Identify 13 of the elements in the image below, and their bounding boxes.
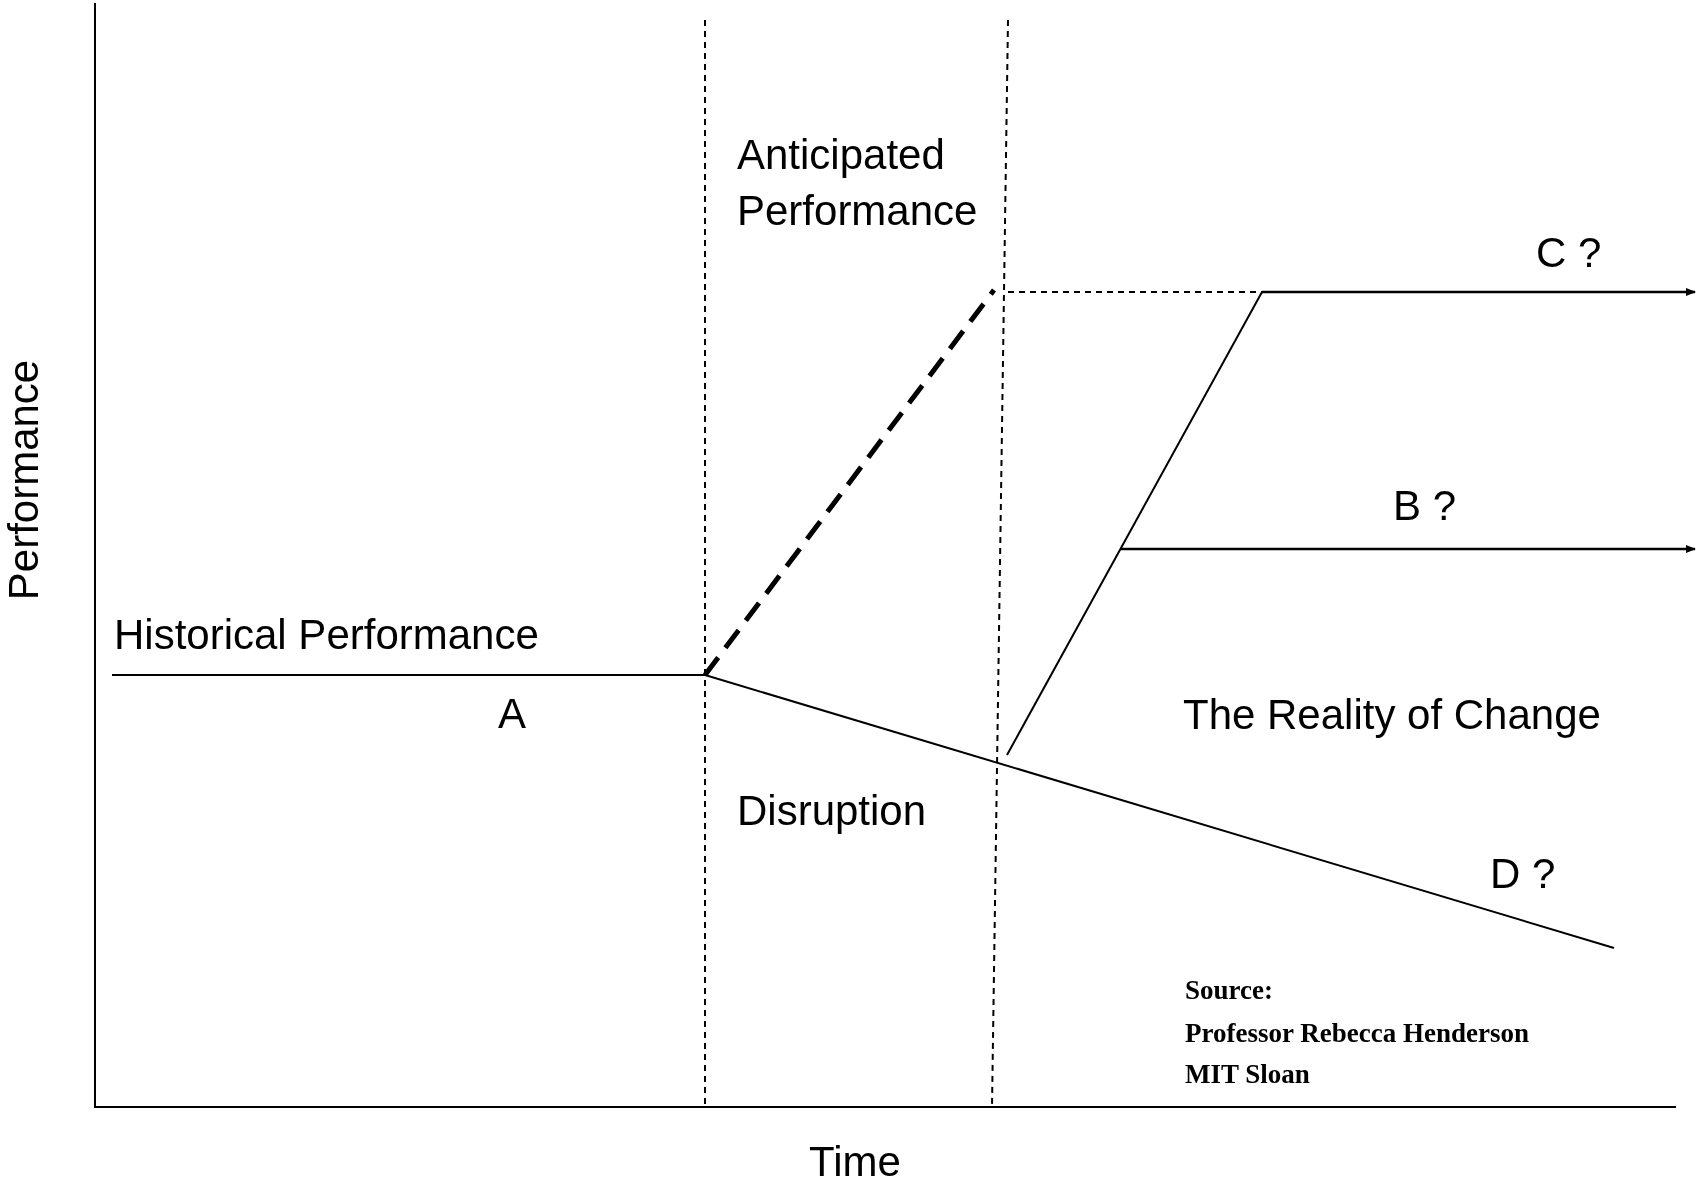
axis-label: Performance xyxy=(0,359,48,601)
source-note: MIT Sloan xyxy=(1185,1058,1310,1091)
outcome-label: D ? xyxy=(1490,849,1556,899)
outcome-label: B ? xyxy=(1393,481,1457,531)
phase-label: Disruption xyxy=(737,786,927,836)
outcome-label: C ? xyxy=(1536,228,1602,278)
axis-label: Time xyxy=(809,1136,901,1182)
source-note: Source: xyxy=(1185,974,1273,1007)
annotation-label: The Reality of Change xyxy=(1183,690,1601,740)
annotation-label: Anticipated Performance xyxy=(737,130,979,236)
point-label: A xyxy=(498,689,526,739)
source-note: Professor Rebecca Henderson xyxy=(1185,1017,1529,1050)
curve-label: Historical Performance xyxy=(114,610,539,660)
